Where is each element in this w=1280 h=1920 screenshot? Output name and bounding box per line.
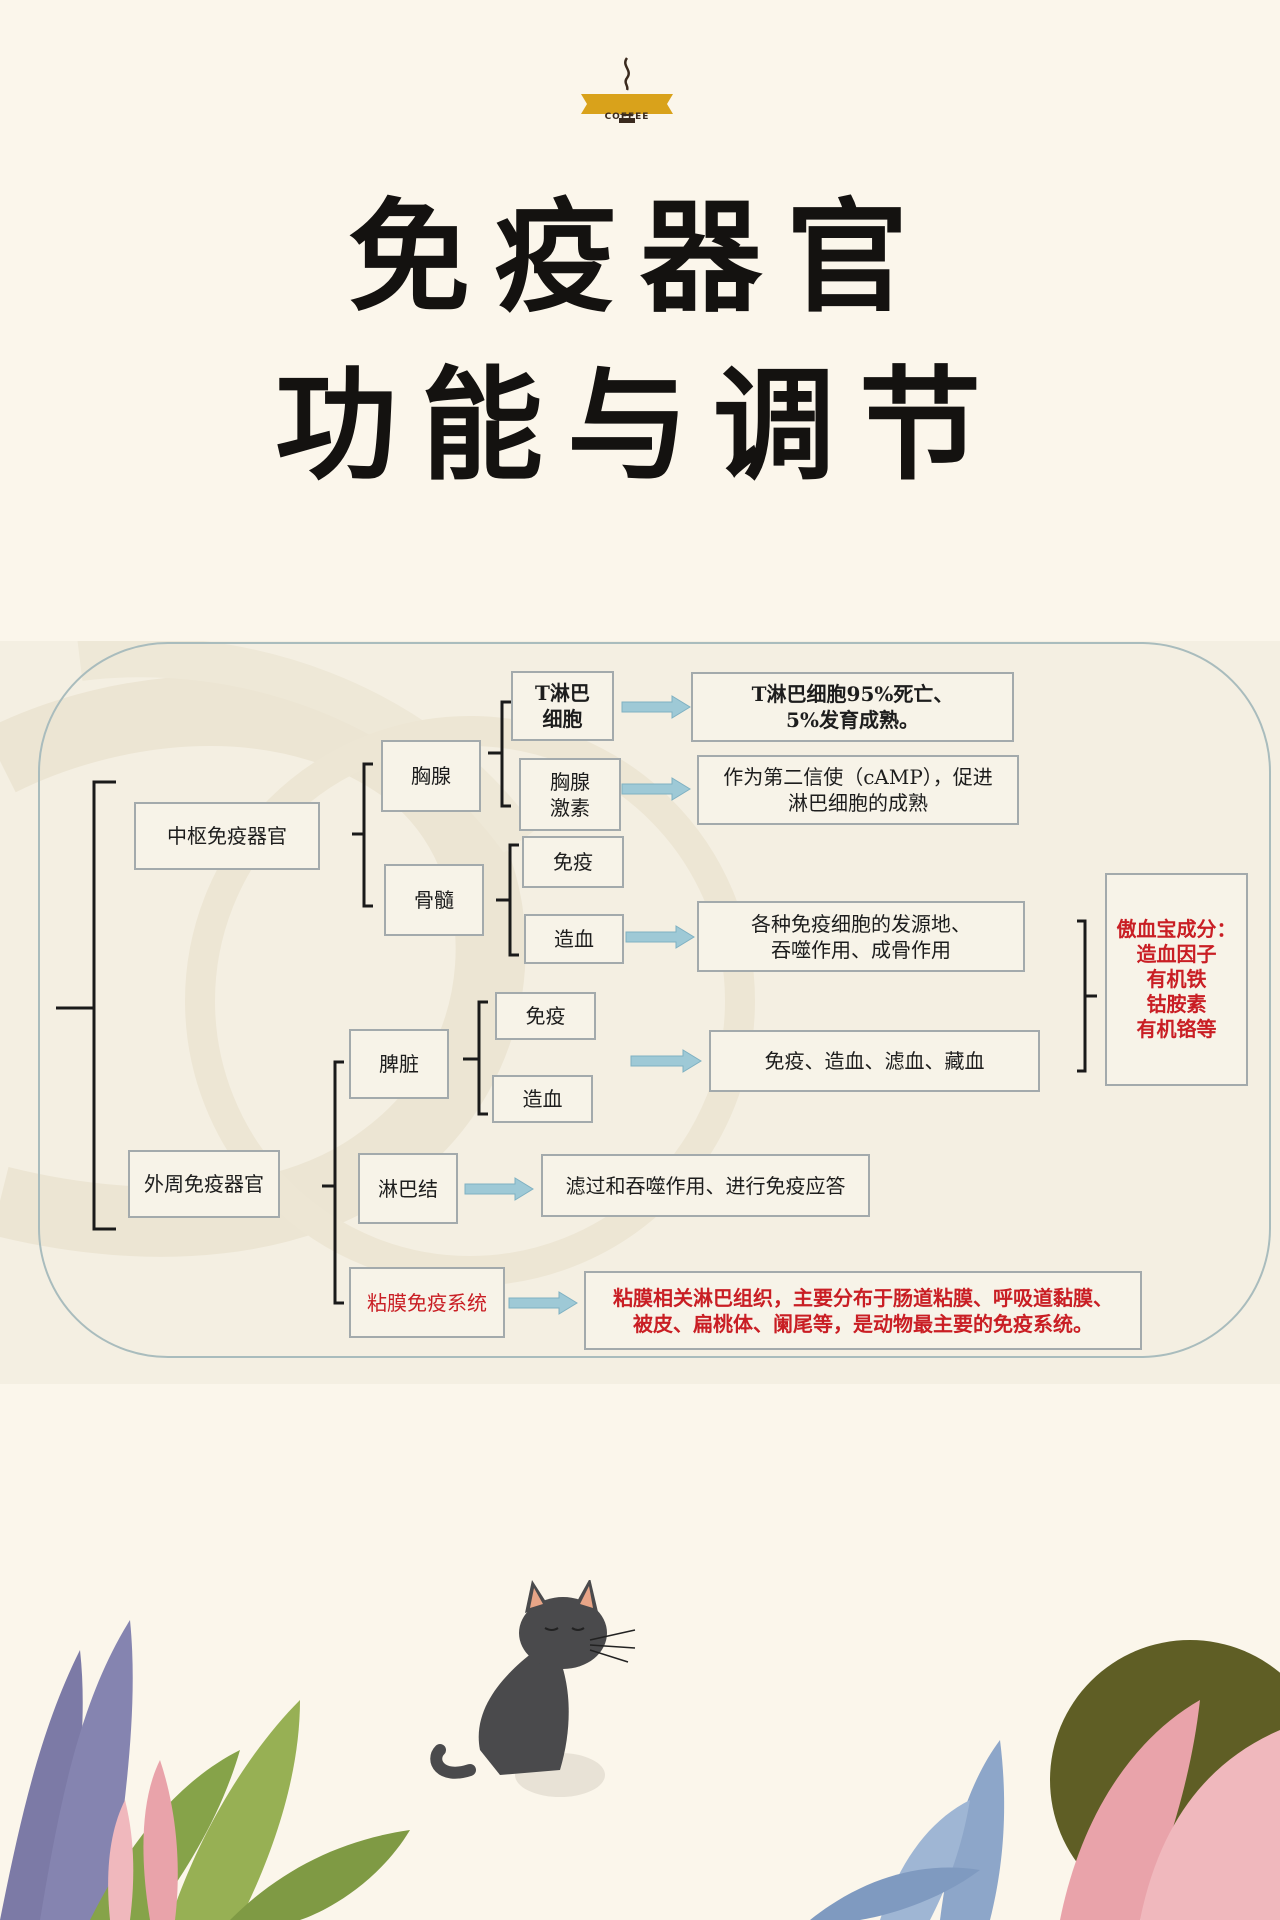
t-cell-desc-2: 5%发育成熟。: [786, 708, 919, 732]
lymph-desc-box: 滤过和吞噬作用、进行免疫应答: [541, 1154, 870, 1217]
t-cell-label-2: 细胞: [542, 707, 583, 731]
left-plants: [0, 1620, 410, 1920]
arrows: [464, 695, 702, 1315]
mucosa-box: 粘膜免疫系统: [349, 1267, 505, 1338]
marrow-immune-box: 免疫: [522, 836, 624, 888]
immune-organ-diagram: 中枢免疫器官 外周免疫器官 胸腺 骨髓 T淋巴 细胞 胸腺 激素 免疫 造血 T…: [0, 641, 1280, 1384]
peripheral-organ-box: 外周免疫器官: [128, 1150, 280, 1218]
central-organ-box: 中枢免疫器官: [134, 802, 320, 870]
blood-desc-2: 吞噬作用、成骨作用: [771, 937, 951, 962]
arrow-marrow-blood: [625, 925, 695, 949]
side-note-box: 傲血宝成分： 造血因子 有机铁 钴胺素 有机铬等: [1105, 873, 1248, 1086]
arrow-thymosin: [621, 777, 691, 801]
page-title-line1: 免疫器官: [348, 185, 932, 329]
side-note-2: 造血因子: [1136, 942, 1217, 966]
page-title-line2: 功能与调节: [275, 353, 1005, 497]
t-cell-box: T淋巴 细胞: [511, 671, 614, 741]
coffee-logo: COFFEE: [575, 52, 679, 132]
side-note-5: 有机铬等: [1136, 1017, 1217, 1041]
logo-text: COFFEE: [604, 112, 650, 122]
side-note-4: 钴胺素: [1146, 992, 1207, 1016]
spleen-desc-box: 免疫、造血、滤血、藏血: [709, 1030, 1040, 1092]
thymosin-label-2: 激素: [550, 795, 590, 820]
marrow-blood-box: 造血: [524, 914, 624, 964]
spleen-box: 脾脏: [349, 1029, 449, 1099]
connector-lines: [56, 700, 1097, 1305]
lymph-node-box: 淋巴结: [358, 1153, 458, 1224]
t-cell-desc-1: T淋巴细胞95%死亡、: [751, 682, 954, 706]
t-cell-label-1: T淋巴: [535, 681, 590, 705]
right-plants: [810, 1640, 1280, 1920]
cat: [430, 1580, 636, 1797]
blood-desc-1: 各种免疫细胞的发源地、: [751, 911, 971, 936]
marrow-box: 骨髓: [384, 864, 484, 936]
arrow-t-cell: [621, 695, 691, 719]
arrow-mucosa: [508, 1291, 578, 1315]
mucosa-desc-2: 被皮、扁桃体、阑尾等，是动物最主要的免疫系统。: [633, 1311, 1093, 1336]
plants-and-cat-illustration: [0, 1580, 1280, 1920]
thymosin-desc-box: 作为第二信使（cAMP），促进 淋巴细胞的成熟: [697, 755, 1019, 825]
mucosa-desc-box: 粘膜相关淋巴组织，主要分布于肠道粘膜、呼吸道黏膜、 被皮、扁桃体、阑尾等，是动物…: [584, 1271, 1142, 1350]
side-note-1: 傲血宝成分：: [1116, 917, 1237, 941]
blood-desc-box: 各种免疫细胞的发源地、 吞噬作用、成骨作用: [697, 901, 1025, 972]
thymosin-desc-1: 作为第二信使（cAMP），促进: [723, 765, 993, 789]
spleen-immune-box: 免疫: [495, 992, 596, 1040]
thymus-box: 胸腺: [381, 740, 481, 812]
arrow-lymph: [464, 1177, 534, 1201]
mucosa-desc-1: 粘膜相关淋巴组织，主要分布于肠道粘膜、呼吸道黏膜、: [613, 1285, 1113, 1310]
t-cell-desc-box: T淋巴细胞95%死亡、 5%发育成熟。: [691, 672, 1014, 742]
thymosin-desc-2: 淋巴细胞的成熟: [788, 791, 928, 815]
thymosin-box: 胸腺 激素: [519, 758, 621, 831]
thymosin-label-1: 胸腺: [550, 769, 590, 794]
arrow-spleen: [630, 1049, 702, 1073]
spleen-blood-box: 造血: [492, 1075, 593, 1123]
diagram-frame: [38, 642, 1271, 1358]
side-note-3: 有机铁: [1146, 967, 1207, 991]
